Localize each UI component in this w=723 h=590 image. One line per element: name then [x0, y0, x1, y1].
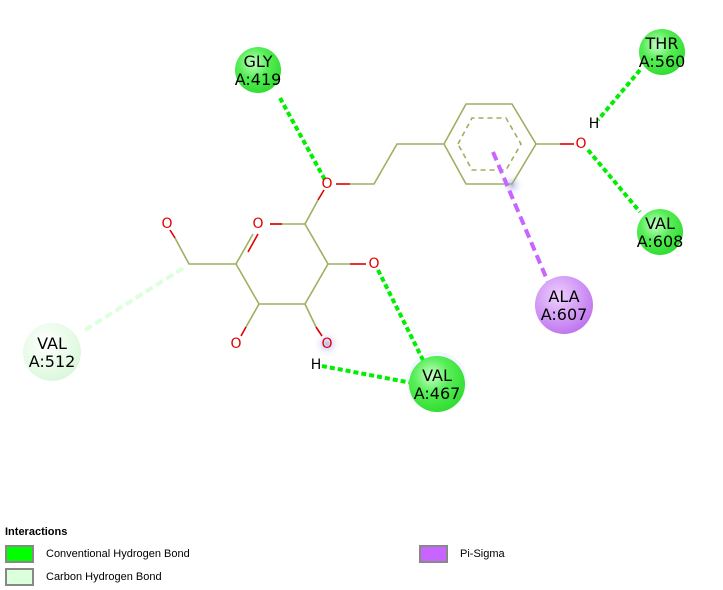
atom-o: O: [368, 256, 379, 272]
interaction-lines: [83, 68, 642, 385]
ligand-bonds: [174, 103, 560, 328]
atom-o: O: [321, 176, 332, 192]
legend-label: Conventional Hydrogen Bond: [46, 548, 190, 560]
atom-o: O: [321, 336, 332, 352]
legend-label: Carbon Hydrogen Bond: [46, 571, 162, 583]
svg-text:VAL: VAL: [422, 366, 452, 385]
legend-label: Pi-Sigma: [460, 548, 505, 560]
legend-title: Interactions: [5, 526, 68, 538]
svg-text:THR: THR: [645, 34, 679, 53]
svg-text:A:419: A:419: [235, 70, 282, 89]
legend-item-carbon: Carbon Hydrogen Bond: [5, 568, 162, 586]
legend-item-pisigma: Pi-Sigma: [419, 545, 505, 563]
svg-text:A:512: A:512: [29, 352, 76, 371]
svg-text:GLY: GLY: [244, 52, 273, 71]
atom-o: O: [161, 216, 172, 232]
svg-text:A:560: A:560: [639, 52, 686, 71]
legend-item-conventional: Conventional Hydrogen Bond: [5, 545, 190, 563]
atom-o: O: [230, 336, 241, 352]
svg-text:ALA: ALA: [548, 287, 579, 306]
swatch: [419, 545, 448, 563]
swatch: [5, 545, 34, 563]
atom-h: H: [589, 116, 600, 132]
glow: [313, 330, 341, 358]
oxygen-bonds: [169, 143, 574, 337]
legend: Interactions: [5, 526, 67, 546]
svg-text:A:467: A:467: [414, 384, 461, 403]
swatch: [5, 568, 34, 586]
svg-text:A:608: A:608: [637, 232, 684, 251]
atom-h: H: [311, 357, 322, 373]
svg-text:A:607: A:607: [541, 305, 588, 324]
atom-labels: O O O O O O O H H: [161, 116, 599, 373]
atom-o: O: [575, 136, 586, 152]
atom-o: O: [252, 216, 263, 232]
svg-text:VAL: VAL: [645, 214, 675, 233]
svg-text:VAL: VAL: [37, 334, 67, 353]
